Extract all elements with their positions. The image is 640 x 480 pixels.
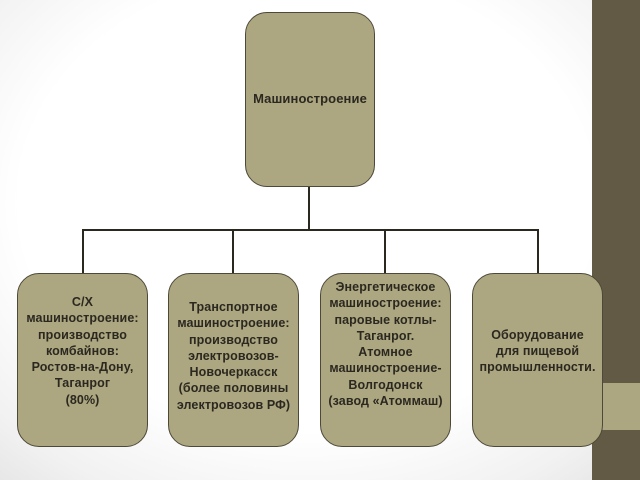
node-label: Транспортное машиностроение: производств… (176, 299, 291, 412)
node-agricultural-machinery: С/Х машиностроение: производство комбайн… (17, 273, 148, 447)
node-root-label: Машиностроение (253, 91, 367, 107)
node-transport-machinery: Транспортное машиностроение: производств… (168, 273, 299, 447)
node-root-machine-building: Машиностроение (245, 12, 375, 187)
node-label: Оборудование для пищевой промышленности. (479, 327, 596, 375)
connector-child-1 (82, 229, 84, 274)
connector-child-2 (232, 229, 234, 274)
connector-child-4 (537, 229, 539, 274)
connector-root-down (308, 187, 310, 231)
node-label: Энергетическое машиностроение: паровые к… (328, 280, 443, 409)
connector-horizontal (82, 229, 539, 231)
node-food-industry-equipment: Оборудование для пищевой промышленности. (472, 273, 603, 447)
connector-child-3 (384, 229, 386, 274)
node-energy-machinery: Энергетическое машиностроение: паровые к… (320, 273, 451, 447)
node-label: С/Х машиностроение: производство комбайн… (26, 294, 139, 407)
